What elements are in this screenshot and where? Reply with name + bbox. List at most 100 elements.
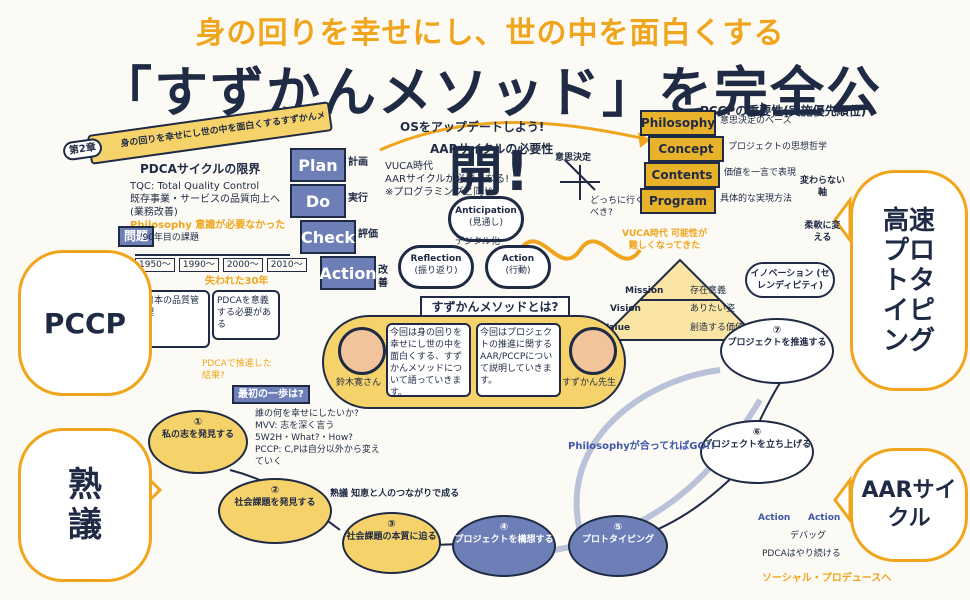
timeline-item: 2010〜 xyxy=(266,258,307,272)
step-label: プロトタイピング xyxy=(581,535,654,545)
callout-pccp: PCCP xyxy=(18,250,152,396)
pdca-note: TQC: Total Quality Control xyxy=(130,181,260,192)
reflection-node: Reflection (振り返り) xyxy=(398,245,474,289)
pdca-need-label: PDCAを意義する必要がある xyxy=(217,296,272,330)
first-step-note: PCCP: C,Pは自分以外から変えていく xyxy=(255,445,380,467)
pccp-importance-title: PCCPの重要性(実施優先順位) xyxy=(700,104,867,118)
pdca-step-plan: Plan 計画 xyxy=(290,148,380,184)
reflection-jp: (振り返り) xyxy=(414,266,458,276)
step-number: ③ xyxy=(387,519,396,530)
step-6: ⑥ プロジェクトを立ち上げる xyxy=(700,420,814,484)
pdca-notes: TQC: Total Quality Control 既存事業・サービスの品質向… xyxy=(130,180,290,232)
pdca-step-action: Action 改善 xyxy=(319,256,388,292)
anticipation-node: Anticipation (見通し) xyxy=(448,196,524,242)
pccp-item-philosophy: Philosophy 意思決定のベース xyxy=(640,110,850,136)
page-title: 「すずかんメソッド」を完全公開! xyxy=(98,61,882,203)
pccp-item-label: Contents xyxy=(644,162,720,188)
pccp-item-note: 具体的な実現方法 xyxy=(720,194,793,204)
callout-jukugi: 熟議 xyxy=(18,428,152,582)
step-number: ① xyxy=(193,417,203,428)
right-speaker-bubble: 今回はプロジェクトの推進に関するAAR/PCCPについて説明していきます。 xyxy=(476,323,561,397)
step-4: ④ プロジェクトを構想する xyxy=(452,515,556,577)
callout-jukugi-label: 熟議 xyxy=(68,465,102,545)
pccp-item-contents: Contents 価値を一言で表現 xyxy=(644,162,850,188)
step-5: ⑤ プロトタイピング xyxy=(568,515,668,577)
pdca-result-note: PDCAで推進した結果? xyxy=(202,359,272,381)
right-speaker-name: すずかん先生 xyxy=(562,378,617,388)
pdca-need-card: PDCAを意義する必要がある xyxy=(212,290,280,340)
pdca-note: (業務改善) xyxy=(130,207,178,218)
pdca-continue-note: PDCAはやり続ける xyxy=(762,549,841,559)
callout-prototyping: 高速プロトタイピング xyxy=(850,170,968,391)
pdca-steps: Plan 計画 Do 実行 Check 評価 Action 改善 xyxy=(290,148,388,292)
vuca-notes: VUCA時代 AARサイクルが必要となる! ※プログラミングと同じ xyxy=(385,160,525,199)
pccp-right-note: 柔軟に変える xyxy=(804,221,841,243)
first-step-note: 誰の何を幸せにしたいか? xyxy=(255,409,359,419)
step-7: ⑦ プロジェクトを推進する xyxy=(720,318,834,384)
left-speaker-bubble: 今回は身の回りを幸せにし世の中を面白くする、すずかんメソッドについて語っていきま… xyxy=(386,323,471,397)
callout-aar: AARサイクル xyxy=(850,448,968,562)
timeline-note: '90年目の課題 xyxy=(140,233,199,243)
step-3: ③ 社会課題の本質に迫る xyxy=(342,512,441,574)
speaker-panel: 鈴木寛さん 今回は身の回りを幸せにし世の中を面白くする、すずかんメソッドについて… xyxy=(322,315,626,409)
pccp-items: Philosophy 意思決定のベース Concept プロジェクトの思想哲学 … xyxy=(640,110,850,214)
pdca-limit-title: PDCAサイクルの限界 xyxy=(140,162,261,176)
step-number: ② xyxy=(270,485,280,496)
timeline: 1950〜 1990〜 2000〜 2010〜 xyxy=(135,258,307,272)
decision-label: 意思決定 xyxy=(555,153,592,163)
pdca-note: 既存事業・サービスの品質向上へ xyxy=(130,194,280,205)
step-label: プロジェクトを立ち上げる xyxy=(702,440,811,450)
pccp-item-note: 意思決定のベース xyxy=(720,116,792,126)
step-label: 社会課題の本質に迫る xyxy=(346,532,437,542)
mvv-note: 存在意義 xyxy=(690,286,727,296)
mvv-note: ありたい姿 xyxy=(690,304,736,314)
os-update-label: OSをアップデートしよう! xyxy=(400,120,545,134)
vuca-bubble: VUCA時代 可能性が 難しくなってきた xyxy=(622,229,707,251)
callout-pccp-label: PCCP xyxy=(43,306,127,340)
pdca-step-check: Check 評価 xyxy=(300,220,380,256)
pccp-item-concept: Concept プロジェクトの思想哲学 xyxy=(648,136,850,162)
step-number: ⑤ xyxy=(613,522,623,533)
left-speaker-avatar xyxy=(338,327,386,375)
step-label: プロジェクトを推進する xyxy=(727,338,827,348)
philosophy-go: Philosophyが合ってればGO!! xyxy=(568,441,716,452)
jukugi-note: 熟議 知恵と人のつながりで成る xyxy=(330,489,460,499)
pccp-item-label: Philosophy xyxy=(640,110,716,136)
callout-aar-label: AARサイクル xyxy=(861,478,957,531)
pdca-note: Philosophy 意識が必要なかった xyxy=(130,220,286,231)
pccp-item-note: プロジェクトの思想哲学 xyxy=(728,142,828,152)
timeline-item: 2000〜 xyxy=(222,258,263,272)
pdca-step-label: Plan xyxy=(290,148,346,182)
digital-label: デジタル化 xyxy=(455,237,500,247)
step-label: 社会課題を発見する xyxy=(234,498,316,508)
kaizen-label: 日本の品質管理 xyxy=(145,296,200,318)
pccp-item-program: Program 具体的な実現方法 xyxy=(640,188,850,214)
step-label: 私の志を発見する xyxy=(161,430,234,440)
pdca-step-do: Do 実行 xyxy=(290,184,380,220)
pdca-step-jp: 改善 xyxy=(378,265,388,289)
anticipation-jp: (見通し) xyxy=(468,218,504,228)
callout-prototyping-label: 高速プロトタイピング xyxy=(882,205,935,356)
pccp-item-note: 価値を一言で表現 xyxy=(724,168,797,178)
vuca-note: VUCA時代 xyxy=(385,161,433,172)
pdca-step-label: Action xyxy=(319,256,377,290)
debug-label: デバッグ xyxy=(790,531,827,541)
right-speaker-avatar xyxy=(569,327,617,375)
pdca-step-label: Do xyxy=(290,184,346,218)
reflection-label: Reflection xyxy=(410,254,462,264)
pccp-right-note: 変わらない軸 xyxy=(800,176,846,198)
mvv-note: 創造する価値 xyxy=(690,323,745,333)
page-subtitle: 身の回りを幸せにし、世の中を面白くする xyxy=(195,16,785,51)
lost-30-years: 失われた30年 xyxy=(205,276,269,287)
step-number: ⑦ xyxy=(772,325,782,336)
pdca-step-jp: 実行 xyxy=(348,193,368,204)
era-title: 問題 xyxy=(118,226,155,247)
step-number: ④ xyxy=(499,522,509,533)
first-step-note: 5W2H・What?・How? xyxy=(255,433,353,443)
pccp-item-label: Program xyxy=(640,188,716,214)
mvv-mission: Mission xyxy=(625,286,664,296)
pdca-step-jp: 評価 xyxy=(358,229,378,240)
step-number: ⑥ xyxy=(752,427,762,438)
first-step-notes: 誰の何を幸せにしたいか? MVV: 志を深く言う 5W2H・What?・How?… xyxy=(255,408,385,468)
pccp-item-label: Concept xyxy=(648,136,724,162)
